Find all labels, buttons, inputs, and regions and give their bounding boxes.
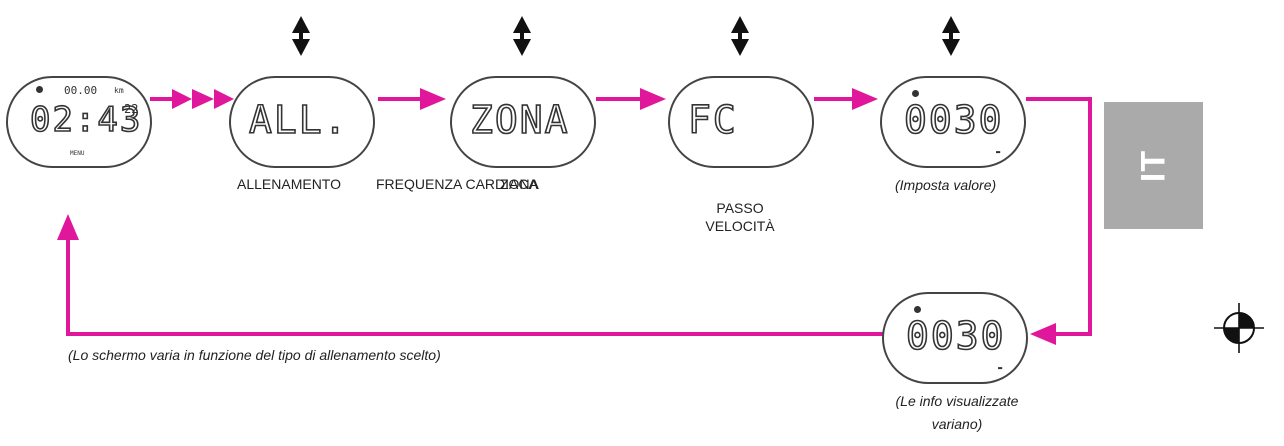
language-tab: IT bbox=[1104, 102, 1203, 229]
main-bottom-label: MENU bbox=[70, 150, 85, 157]
caption-zona: ZONA bbox=[500, 176, 539, 192]
caption-le-info-line2: variano) bbox=[931, 416, 983, 432]
caption-passo-velocita: PASSO VELOCITÀ bbox=[690, 199, 790, 235]
indicator-icon bbox=[912, 90, 919, 97]
main-time: 02:43 bbox=[29, 99, 143, 141]
unit-mark-icon: ▬ bbox=[996, 148, 1001, 156]
caption-allenamento: ALLENAMENTO bbox=[237, 176, 341, 192]
watch-screen-zona: ZONA bbox=[450, 76, 596, 168]
fc-display: FC bbox=[687, 97, 738, 143]
heart-icon bbox=[36, 86, 43, 93]
watch-screen-main: 00.00 km 02:43 22 MENU bbox=[6, 76, 152, 168]
return-arrow-icon bbox=[1026, 97, 1092, 345]
arrow-right-icon bbox=[596, 88, 666, 110]
up-down-arrow-icon bbox=[292, 16, 310, 56]
unit-mark-icon: ▬ bbox=[998, 364, 1003, 372]
main-top-unit: km bbox=[114, 86, 124, 95]
main-seconds: 22 bbox=[124, 102, 139, 116]
caption-frequenza-cardiaca: FREQUENZA CARDIACA bbox=[376, 176, 538, 192]
language-tab-label: IT bbox=[1134, 149, 1172, 182]
up-down-arrow-icon bbox=[731, 16, 749, 56]
up-down-arrow-icon bbox=[942, 16, 960, 56]
registration-mark-icon bbox=[1214, 303, 1264, 353]
arrow-right-icon bbox=[378, 88, 446, 110]
up-down-arrow-icon bbox=[513, 16, 531, 56]
value-shown-display: 0030 bbox=[905, 313, 1006, 359]
watch-screen-fc: FC bbox=[668, 76, 814, 168]
caption-velocita: VELOCITÀ bbox=[705, 218, 775, 234]
caption-le-info: (Le info visualizzate variano) bbox=[862, 392, 1052, 433]
watch-screen-value-edit: 0030 ▬ bbox=[880, 76, 1026, 168]
caption-le-info-line1: (Le info visualizzate bbox=[895, 393, 1019, 409]
allenamento-display: ALL. bbox=[248, 97, 349, 143]
caption-passo: PASSO bbox=[716, 200, 764, 216]
double-arrow-icon bbox=[150, 89, 234, 109]
watch-screen-allenamento: ALL. bbox=[229, 76, 375, 168]
main-top-value: 00.00 bbox=[64, 84, 98, 97]
indicator-icon bbox=[914, 306, 921, 313]
caption-imposta-valore: (Imposta valore) bbox=[895, 177, 997, 193]
caption-lo-schermo: (Lo schermo varia in funzione del tipo d… bbox=[68, 347, 441, 363]
watch-screen-value-shown: 0030 ▬ bbox=[882, 292, 1028, 384]
zona-display: ZONA bbox=[469, 97, 570, 143]
value-edit-display: 0030 bbox=[903, 97, 1004, 143]
arrow-right-icon bbox=[814, 88, 878, 110]
loop-back-arrow-icon bbox=[57, 214, 884, 336]
